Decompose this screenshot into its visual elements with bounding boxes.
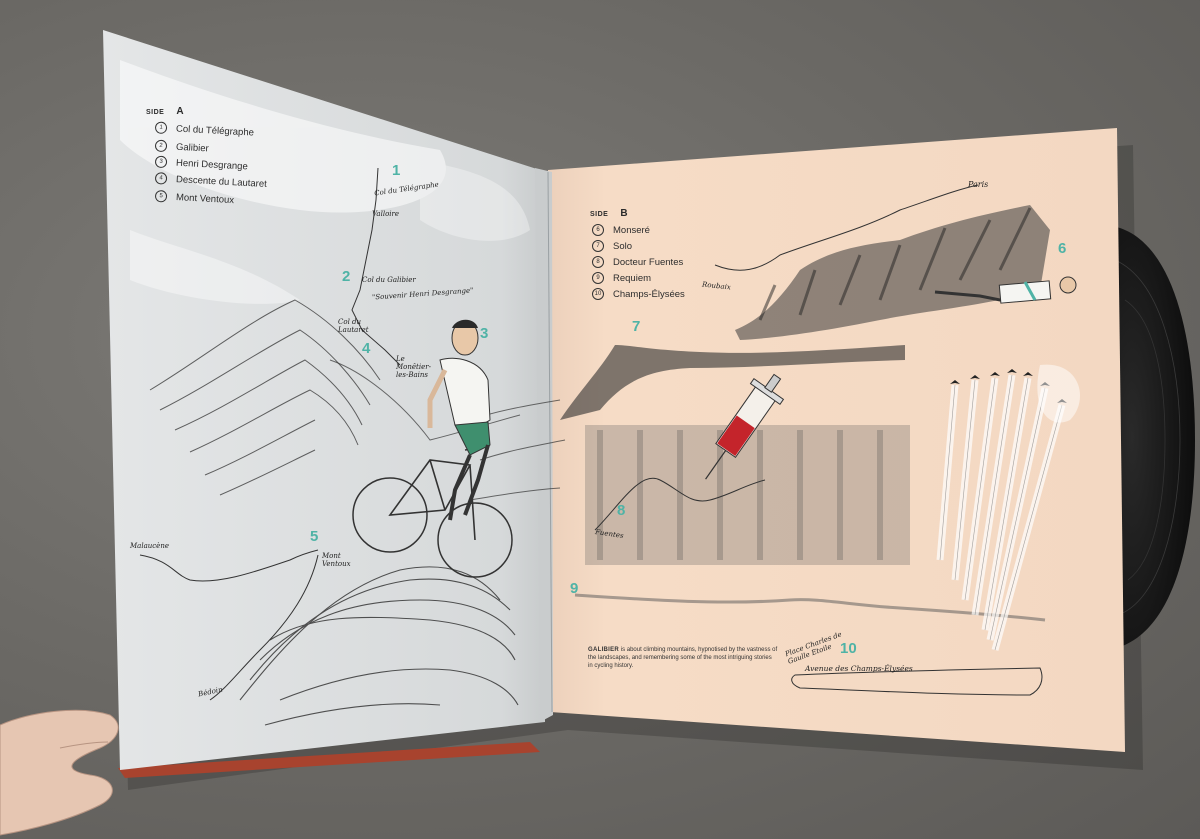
bike-front-wheel bbox=[437, 502, 513, 578]
map-number-9: 9 bbox=[570, 580, 579, 597]
track-number: 3 bbox=[154, 155, 168, 169]
label-lautaret: Col du Lautaret bbox=[338, 318, 369, 334]
side-a-label: SIDE bbox=[146, 109, 165, 116]
side-b-heading: SIDE B bbox=[590, 208, 628, 219]
mountain-monsere bbox=[735, 205, 1050, 340]
cyclist-illustration bbox=[352, 319, 513, 578]
route-champs-elysees bbox=[791, 667, 1043, 696]
route-roubaix-paris bbox=[714, 184, 979, 271]
side-a-letter: A bbox=[176, 106, 185, 117]
track-number: 6 bbox=[592, 224, 604, 236]
album-description-text: is about climbing mountains, hypnotised … bbox=[588, 647, 778, 669]
map-number-7: 7 bbox=[632, 318, 641, 335]
hand bbox=[0, 709, 119, 836]
mountain-left bbox=[149, 299, 381, 496]
track-number: 10 bbox=[592, 288, 604, 300]
map-number-10: 10 bbox=[840, 640, 857, 657]
track-title: Requiem bbox=[613, 272, 652, 284]
fuentes-block bbox=[585, 425, 910, 565]
side-b-track-10: 10 Champs-Élysées bbox=[592, 288, 685, 300]
side-a-heading: SIDE A bbox=[146, 106, 184, 117]
track-number: 7 bbox=[592, 240, 604, 252]
vinyl-groove-inner bbox=[1124, 299, 1166, 581]
track-number: 1 bbox=[154, 121, 168, 135]
map-number-2: 2 bbox=[342, 268, 351, 285]
track-title: Monseré bbox=[613, 224, 650, 236]
album-title-inline: GALIBIER bbox=[588, 647, 620, 653]
sleeve-spine-edge bbox=[118, 742, 540, 778]
route-ventoux-south bbox=[209, 554, 319, 701]
track-title: Mont Ventoux bbox=[175, 191, 235, 206]
album-description: GALIBIER is about climbing mountains, hy… bbox=[588, 646, 778, 670]
side-b-label: SIDE bbox=[590, 211, 609, 218]
track-number: 8 bbox=[592, 256, 604, 268]
vinyl-groove bbox=[1114, 259, 1181, 616]
mountain-solo bbox=[560, 345, 905, 420]
vinyl-record bbox=[1105, 225, 1195, 650]
map-number-6: 6 bbox=[1058, 240, 1067, 257]
map-number-3: 3 bbox=[480, 325, 489, 342]
bike-rear-wheel bbox=[352, 477, 428, 553]
side-b-letter: B bbox=[620, 208, 629, 219]
label-ventoux: Mont Ventoux bbox=[322, 552, 351, 568]
cyclist-legs bbox=[448, 444, 490, 521]
map-number-4: 4 bbox=[362, 340, 371, 357]
cyclist-shorts bbox=[454, 421, 491, 456]
track-title: Solo bbox=[613, 240, 633, 252]
route-ventoux-north bbox=[139, 549, 319, 582]
bike-frame bbox=[388, 447, 479, 541]
syringe-illustration bbox=[705, 373, 785, 480]
label-valloire: Valloire bbox=[372, 210, 400, 218]
track-title: Docteur Fuentes bbox=[613, 256, 684, 268]
track-title: Champs-Élysées bbox=[613, 288, 685, 300]
side-b-track-9: 9 Requiem bbox=[592, 272, 651, 284]
map-number-1: 1 bbox=[392, 162, 401, 179]
cyclist-hair bbox=[452, 319, 478, 328]
label-champs: Avenue des Champs-Élysées bbox=[805, 664, 913, 673]
track-number: 4 bbox=[154, 172, 168, 185]
side-b-track-7: 7 Solo bbox=[592, 240, 632, 252]
track-number: 5 bbox=[154, 189, 168, 203]
brush-clouds-left bbox=[120, 60, 530, 304]
cyclist-arm bbox=[427, 368, 448, 428]
track-number: 9 bbox=[592, 272, 604, 284]
gutter-crease bbox=[547, 171, 553, 713]
jet-formation bbox=[936, 364, 1080, 651]
fallen-cyclist bbox=[934, 276, 1077, 304]
side-b-track-6: 6 Monseré bbox=[592, 224, 650, 236]
route-galibier bbox=[351, 167, 401, 366]
map-number-8: 8 bbox=[617, 502, 626, 519]
side-b-track-8: 8 Docteur Fuentes bbox=[592, 256, 683, 268]
track-title: Galibier bbox=[175, 141, 210, 154]
track-number: 2 bbox=[154, 139, 168, 153]
hand-finger-line bbox=[59, 741, 109, 749]
map-number-5: 5 bbox=[310, 528, 319, 545]
label-monetier: Le Monêtier-les-Bains bbox=[396, 355, 431, 379]
label-galibier: Col du Galibier bbox=[362, 276, 416, 284]
label-malaucene: Malaucène bbox=[130, 542, 169, 550]
label-paris: Paris bbox=[968, 180, 989, 189]
